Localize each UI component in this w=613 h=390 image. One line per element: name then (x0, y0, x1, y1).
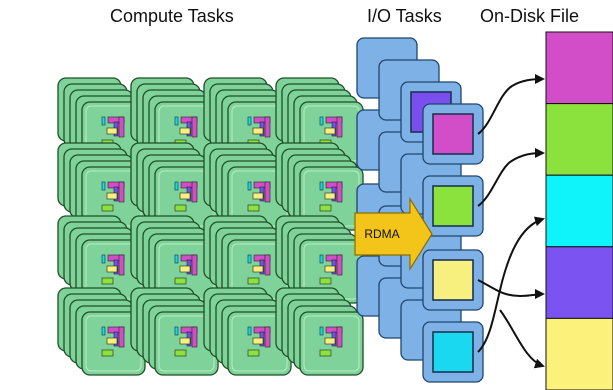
io-task-tile (422, 321, 484, 383)
compute-tasks-heading: Compute Tasks (110, 6, 234, 26)
compute-task-stack (275, 287, 364, 376)
compute-task-stack (203, 142, 292, 231)
compute-task-tile (81, 311, 146, 376)
compute-task-stack (275, 142, 364, 231)
write-arrows (477, 74, 545, 369)
write-arrow (477, 148, 545, 207)
write-arrow (499, 309, 545, 369)
compute-task-stack (203, 287, 292, 376)
write-arrow (477, 279, 545, 300)
file-segment (545, 317, 613, 390)
compute-task-tile (227, 311, 292, 376)
io-task-tile (422, 249, 484, 311)
io-task-tile (422, 175, 484, 237)
compute-task-tile (154, 311, 219, 376)
write-arrow (477, 216, 545, 353)
compute-task-stack (130, 287, 219, 376)
write-arrow (477, 74, 545, 135)
compute-task-tile (299, 311, 364, 376)
file-segment (545, 103, 613, 176)
compute-task-tile (81, 239, 146, 304)
io-tasks-heading: I/O Tasks (367, 6, 442, 26)
compute-task-stack (203, 77, 292, 166)
on-disk-file-heading: On-Disk File (480, 6, 580, 26)
compute-task-stack (57, 215, 146, 304)
on-disk-file-column (545, 31, 613, 390)
compute-task-grid (57, 77, 364, 376)
io-task-tile (422, 103, 484, 165)
compute-task-stack (203, 215, 292, 304)
compute-task-stack (57, 287, 146, 376)
compute-task-tile (299, 166, 364, 231)
rdma-arrow: RDMA (354, 196, 433, 272)
file-segment (545, 246, 613, 319)
file-segment (545, 174, 613, 248)
rdma-label: RDMA (364, 227, 399, 241)
compute-task-stack (275, 215, 364, 304)
io-task-stacks (356, 37, 484, 383)
file-segment (545, 31, 613, 105)
